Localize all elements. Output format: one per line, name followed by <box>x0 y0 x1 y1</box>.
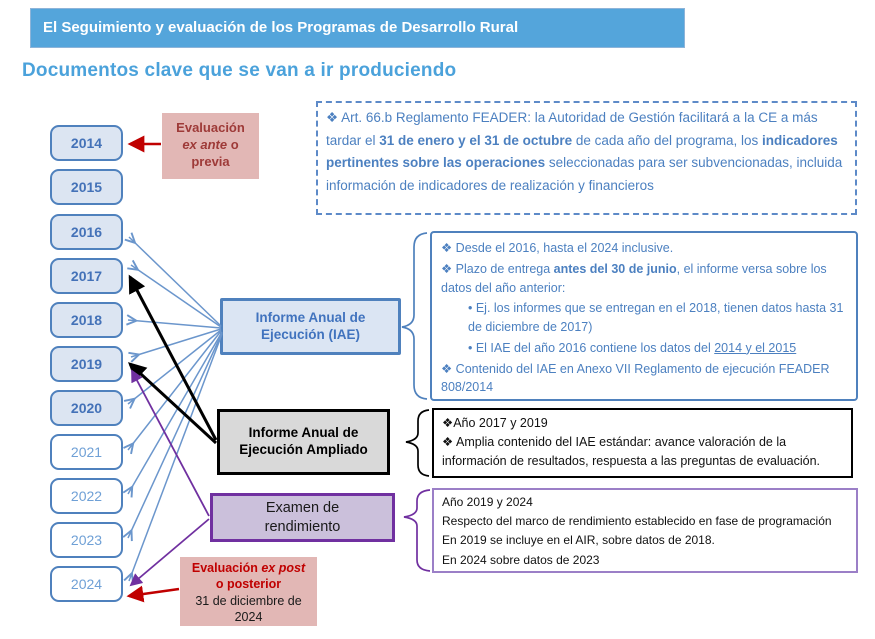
iae-detail-2016-report: • El IAE del año 2016 contiene los datos… <box>468 340 797 355</box>
ex-post-line3: 31 de diciembre de <box>195 593 302 608</box>
examen-detail-years: Año 2019 y 2024 <box>442 495 533 509</box>
arrow-ampliado-2017 <box>128 274 218 441</box>
arrow-iae-2024 <box>129 333 223 581</box>
iae-detail-example: • Ej. los informes que se entregan en el… <box>468 301 844 334</box>
ex-post-line4: 2024 <box>234 609 263 624</box>
ex-post-evaluation-box: Evaluación ex post o posterior 31 de dic… <box>180 557 317 626</box>
arrow-iae-2023 <box>128 332 223 538</box>
year-box-2015: 2015 <box>50 169 123 205</box>
year-box-2021: 2021 <box>50 434 123 470</box>
page-title: Documentos clave que se van a ir produci… <box>22 60 457 81</box>
iae-details-box: ❖ Desde el 2016, hasta el 2024 inclusive… <box>430 231 858 401</box>
feader-note-bold-dates: 31 de enero y el 31 de octubre <box>379 132 573 148</box>
slide-header-title: El Seguimiento y evaluación de los Progr… <box>43 19 519 36</box>
examen-rendimiento-box: Examen de rendimiento <box>210 493 395 542</box>
ex-ante-line2: ex ante o <box>182 136 239 152</box>
ampliado-detail-years: ❖Año 2017 y 2019 <box>442 416 548 430</box>
ampliado-detail-content: ❖ Amplia contenido del IAE estándar: ava… <box>442 434 821 468</box>
arrow-expost-2024 <box>126 585 180 603</box>
year-box-2023: 2023 <box>50 522 123 558</box>
iae-detail-scope: ❖ Desde el 2016, hasta el 2024 inclusive… <box>441 241 674 255</box>
arrow-iae-2019 <box>131 328 222 357</box>
arrow-iae-2020 <box>128 329 222 404</box>
year-box-2020: 2020 <box>50 390 123 426</box>
examen-detail-framework: Respecto del marco de rendimiento establ… <box>442 514 832 529</box>
feader-note-bold-indicators: indicadores pertinentes sobre las operac… <box>326 132 838 171</box>
arrow-iae-2021 <box>128 330 222 450</box>
year-box-2019: 2019 <box>50 346 123 382</box>
feader-regulation-note: ❖ Art. 66.b Reglamento FEADER: la Autori… <box>316 101 857 215</box>
examen-detail-2019: En 2019 se incluye en el AIR, sobre dato… <box>442 533 715 548</box>
year-box-2016: 2016 <box>50 214 123 250</box>
year-box-2024: 2024 <box>50 566 123 602</box>
arrow-examen-2019 <box>131 369 210 517</box>
ex-post-line1: Evaluación ex post <box>191 561 306 575</box>
brace-iae <box>401 232 428 400</box>
ex-post-line2: o posterior <box>215 577 282 592</box>
brace-ampliado <box>405 409 430 477</box>
year-box-2018: 2018 <box>50 302 123 338</box>
examen-detail-2024: En 2024 sobre datos de 2023 <box>442 552 600 567</box>
arrow-iae-2016 <box>129 237 222 327</box>
year-box-2017: 2017 <box>50 258 123 294</box>
slide-header-bar: El Seguimiento y evaluación de los Progr… <box>30 8 685 48</box>
arrow-ampliado-2019 <box>128 362 218 445</box>
iae-box: Informe Anual de Ejecución (IAE) <box>220 298 401 355</box>
iae-ampliado-details-box: ❖Año 2017 y 2019 ❖ Amplia contenido del … <box>432 408 853 478</box>
ex-ante-evaluation-box: Evaluación ex ante o previa <box>162 113 259 179</box>
ex-ante-line1: Evaluación <box>176 120 245 135</box>
arrow-iae-2018 <box>128 320 222 329</box>
iae-detail-deadline: ❖ Plazo de entrega antes del 30 de junio… <box>441 261 827 295</box>
arrow-iae-2022 <box>128 331 223 494</box>
iae-detail-content: ❖ Contenido del IAE en Anexo VII Reglame… <box>441 361 830 395</box>
iae-ampliado-label: Informe Anual de Ejecución Ampliado <box>239 425 368 457</box>
year-box-2022: 2022 <box>50 478 123 514</box>
examen-rendimiento-label: Examen de rendimiento <box>264 500 341 535</box>
arrow-iae-2017 <box>131 265 222 328</box>
brace-examen <box>403 489 431 572</box>
iae-ampliado-box: Informe Anual de Ejecución Ampliado <box>217 409 390 475</box>
iae-box-label: Informe Anual de Ejecución (IAE) <box>255 309 366 342</box>
feader-note-text: ❖ Art. 66.b Reglamento FEADER: la Autori… <box>326 110 818 148</box>
examen-details-box: Año 2019 y 2024 Respecto del marco de re… <box>432 488 858 573</box>
ex-ante-line3: previa <box>191 153 230 169</box>
year-box-2014: 2014 <box>50 125 123 161</box>
